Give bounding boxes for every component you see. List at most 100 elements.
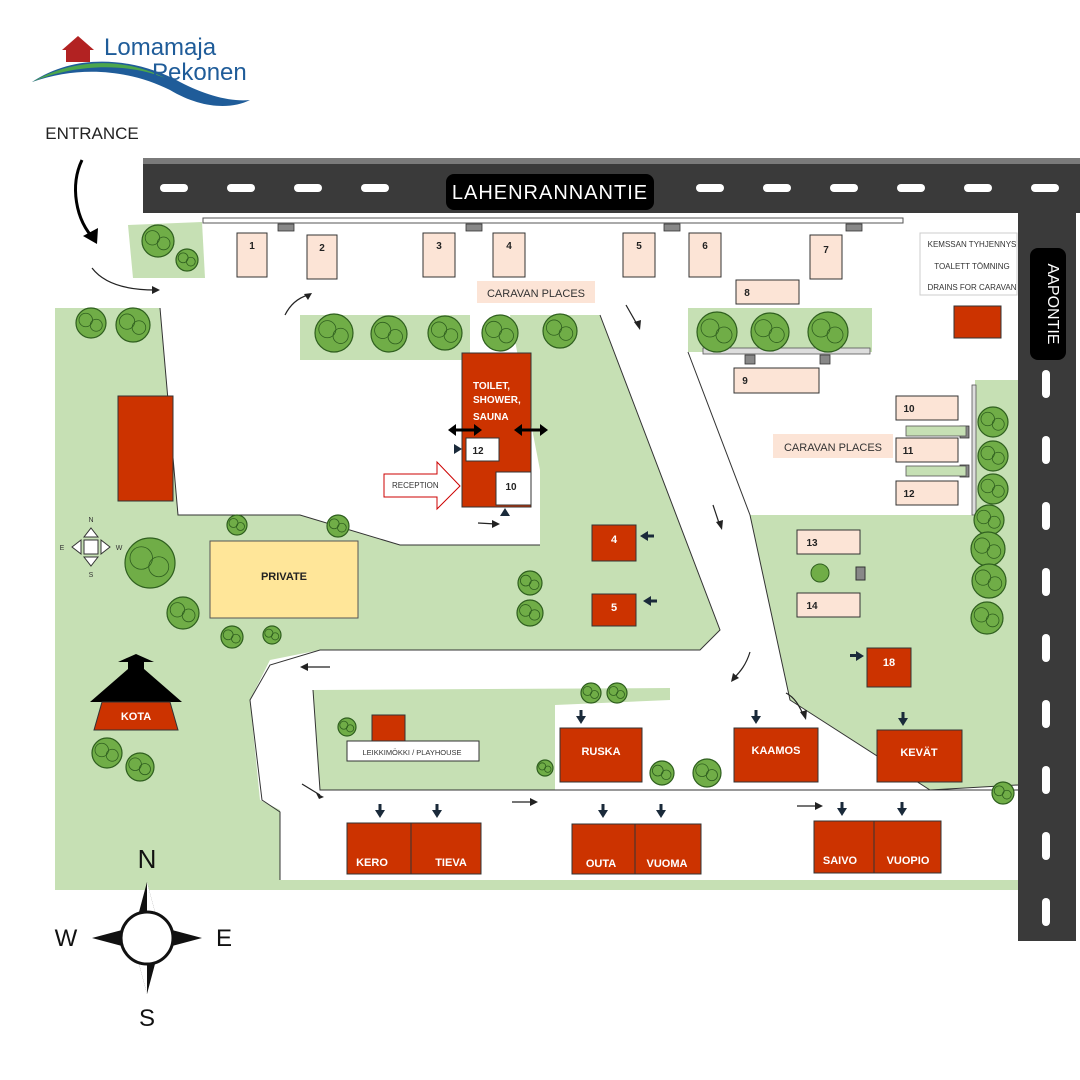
road-dash (1042, 832, 1050, 860)
cabin: KAAMOS (733, 727, 819, 783)
room-10 (495, 471, 532, 506)
door-icon (643, 596, 651, 606)
main-building-line1: TOILET, (473, 381, 510, 392)
logo-line1: Lomamaja (104, 34, 217, 61)
logo-line2: Pekonen (152, 59, 247, 86)
door-icon (850, 654, 857, 657)
caravan-spot: 5 (622, 232, 656, 278)
svg-text:KERO: KERO (356, 857, 388, 869)
cabin: TIEVA (410, 822, 482, 875)
cabin: KEVÄT (876, 729, 963, 783)
svg-text:10: 10 (903, 404, 915, 415)
small-compass-e: E (60, 545, 65, 552)
tree-icon (542, 313, 578, 349)
caravan-label-right: CARAVAN PLACES (784, 442, 882, 454)
tree-icon (115, 307, 151, 343)
svg-text:11: 11 (903, 446, 914, 457)
service-line3: DRAINS FOR CARAVAN (927, 283, 1016, 292)
road-side-tag (1030, 248, 1066, 360)
kota-label: KOTA (121, 711, 151, 723)
tree-icon (481, 314, 519, 352)
door-icon (856, 651, 864, 661)
road-main-tag (446, 174, 654, 210)
road-dash (1042, 568, 1050, 596)
door-icon (751, 716, 761, 724)
door-icon (840, 802, 844, 809)
compass-e: E (216, 925, 232, 952)
road-dash (1042, 898, 1050, 926)
svg-text:VUOPIO: VUOPIO (887, 855, 930, 867)
path-edge-2 (249, 314, 721, 880)
caravan-spot: 2 (306, 234, 338, 280)
grass-south (55, 880, 1020, 890)
tree-icon (977, 406, 1009, 438)
tree-icon (750, 312, 790, 352)
cabin: KERO (346, 822, 412, 875)
playhouse-building (371, 714, 406, 744)
road-side-dashes (1042, 370, 1050, 926)
kota-post (128, 660, 144, 670)
road-dash (1042, 502, 1050, 530)
tree-icon (696, 311, 738, 353)
door-icon (375, 810, 385, 818)
tree-icon (370, 315, 408, 353)
caravan-spot: 7 (809, 234, 843, 280)
tree-icon (971, 563, 1007, 599)
svg-text:RUSKA: RUSKA (581, 746, 620, 758)
caravan-spot: 14 (796, 592, 861, 618)
main-building-line2: SHOWER, (473, 395, 521, 406)
svg-text:SAIVO: SAIVO (823, 855, 858, 867)
svg-text:TIEVA: TIEVA (435, 857, 467, 869)
hookup-bar (702, 347, 871, 355)
tree-icon (125, 752, 155, 782)
caravan-label-box (477, 281, 595, 303)
svg-text:9: 9 (742, 376, 748, 387)
compass-n: N (138, 844, 157, 874)
cabin: VUOPIO (873, 820, 942, 874)
door-icon (579, 710, 583, 717)
tree-icon (807, 311, 849, 353)
cabin: OUTA (571, 823, 636, 875)
main-building-line3: SAUNA (473, 412, 509, 423)
tree-icon (220, 625, 244, 649)
reception-arrow (383, 460, 461, 511)
caravan-spot: 4 (492, 232, 526, 278)
planter (810, 563, 830, 583)
svg-text:2: 2 (319, 243, 325, 254)
kota-body (93, 701, 179, 731)
grass-west (55, 308, 720, 880)
svg-text:1: 1 (249, 241, 255, 252)
road-side-name: AAPONTIE (1044, 264, 1061, 345)
svg-text:4: 4 (611, 534, 618, 546)
road-main-curb (143, 158, 1080, 164)
entrance-label: ENTRANCE (45, 124, 139, 143)
caravan-spot: 13 (796, 529, 861, 555)
door-icon (378, 804, 382, 811)
road-dash (696, 184, 724, 192)
room-10-label: 10 (505, 482, 517, 493)
path-edge-4 (312, 689, 1018, 791)
reception-label: RECEPTION (392, 481, 439, 490)
tree-icon (991, 781, 1015, 805)
road-dash (1042, 766, 1050, 794)
caravan-spot: 9 (733, 367, 820, 394)
caravan-spot: 8 (735, 279, 800, 305)
road-dash (763, 184, 791, 192)
caravan-label-top: CARAVAN PLACES (487, 288, 585, 300)
hookup-strip (905, 425, 967, 437)
double-arrow-head (448, 424, 456, 436)
double-arrow-head (540, 424, 548, 436)
svg-text:OUTA: OUTA (586, 858, 616, 870)
tree-icon (606, 682, 628, 704)
svg-text:13: 13 (806, 538, 818, 549)
logo-house-body (66, 48, 90, 62)
post (855, 566, 866, 581)
small-compass-n: N (88, 517, 93, 524)
door-icon (647, 534, 654, 538)
road-dash (1042, 370, 1050, 398)
caravan-spot: 1 (236, 232, 268, 278)
entrance-arrowhead (83, 228, 98, 244)
caravan-spot: 6 (688, 232, 722, 278)
door-icon (897, 808, 907, 816)
